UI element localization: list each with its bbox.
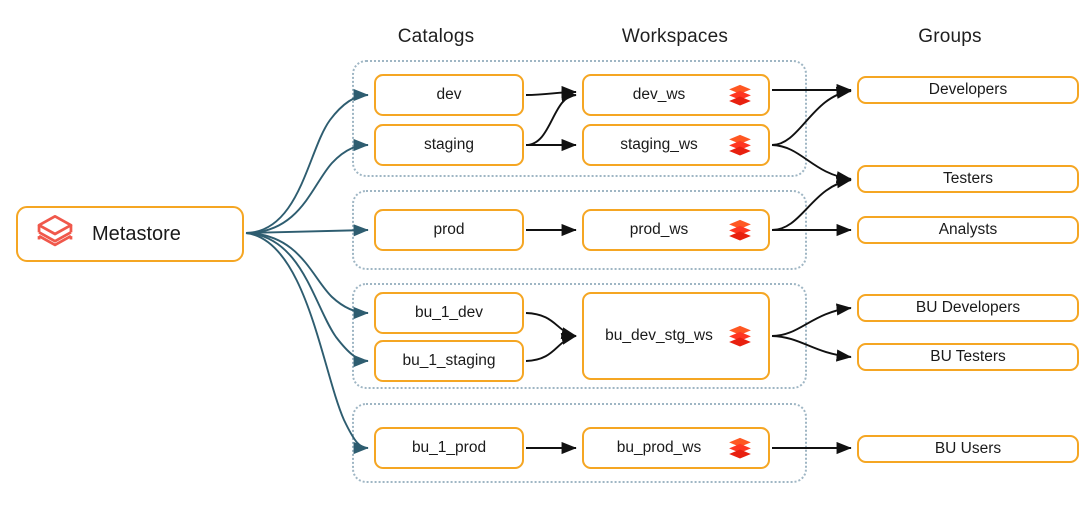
group-node-label: Developers — [928, 81, 1008, 98]
catalog-node-bu_1_staging[interactable]: bu_1_staging — [374, 340, 524, 382]
catalog-node-label: dev — [436, 86, 462, 103]
ws-node-staging_ws[interactable]: staging_ws — [582, 124, 770, 166]
catalog-node-prod[interactable]: prod — [374, 209, 524, 251]
ws-node-prod_ws[interactable]: prod_ws — [582, 209, 770, 251]
databricks-logo-icon — [34, 213, 76, 255]
ws-node-label: bu_dev_stg_ws — [605, 327, 713, 344]
ws-node-bu_prod_ws[interactable]: bu_prod_ws — [582, 427, 770, 469]
ws-node-label: bu_prod_ws — [616, 439, 702, 456]
catalog-node-label: staging — [424, 136, 474, 153]
group-node-bu_users[interactable]: BU Users — [857, 435, 1079, 463]
group-node-testers[interactable]: Testers — [857, 165, 1079, 193]
databricks-stack-icon — [728, 325, 752, 347]
column-header-workspaces: Workspaces — [621, 26, 729, 47]
catalog-node-label: bu_1_dev — [414, 304, 484, 321]
group-node-label: Analysts — [938, 221, 998, 238]
edges-metastore-to-catalogs — [245, 88, 369, 455]
group-node-label: Testers — [943, 170, 993, 187]
group-node-analysts[interactable]: Analysts — [857, 216, 1079, 244]
column-header-catalogs: Catalogs — [397, 26, 475, 47]
edge-metastore-to-prod — [245, 224, 369, 237]
databricks-stack-icon — [728, 437, 752, 459]
ws-node-bu_dev_stg_ws[interactable]: bu_dev_stg_ws — [582, 292, 770, 380]
edge-metastore-to-staging — [245, 138, 369, 234]
group-node-label: BU Testers — [930, 348, 1006, 365]
ws-node-label: staging_ws — [620, 136, 698, 153]
catalog-node-staging[interactable]: staging — [374, 124, 524, 166]
group-node-developers[interactable]: Developers — [857, 76, 1079, 104]
edge-metastore-to-bu_1_staging — [245, 232, 369, 368]
column-header-groups: Groups — [918, 26, 982, 47]
metastore-node[interactable]: Metastore — [16, 206, 244, 262]
group-node-label: BU Users — [934, 440, 1002, 457]
group-node-label: BU Developers — [915, 299, 1021, 316]
catalog-node-label: bu_1_staging — [402, 352, 496, 369]
databricks-stack-icon — [728, 134, 752, 156]
edge-metastore-to-bu_1_dev — [245, 232, 369, 320]
group-node-bu_testers[interactable]: BU Testers — [857, 343, 1079, 371]
catalog-node-bu_1_dev[interactable]: bu_1_dev — [374, 292, 524, 334]
catalog-node-label: prod — [433, 221, 465, 238]
group-node-bu_developers[interactable]: BU Developers — [857, 294, 1079, 322]
edge-metastore-to-dev — [245, 88, 369, 234]
ws-node-dev_ws[interactable]: dev_ws — [582, 74, 770, 116]
catalog-node-label: bu_1_prod — [411, 439, 487, 456]
catalog-node-bu_1_prod[interactable]: bu_1_prod — [374, 427, 524, 469]
databricks-stack-icon — [728, 84, 752, 106]
catalog-node-dev[interactable]: dev — [374, 74, 524, 116]
edge-metastore-to-bu_1_prod — [245, 232, 369, 455]
metastore-label: Metastore — [92, 222, 181, 245]
ws-node-label: dev_ws — [632, 86, 686, 103]
databricks-stack-icon — [728, 219, 752, 241]
ws-node-label: prod_ws — [629, 221, 689, 238]
